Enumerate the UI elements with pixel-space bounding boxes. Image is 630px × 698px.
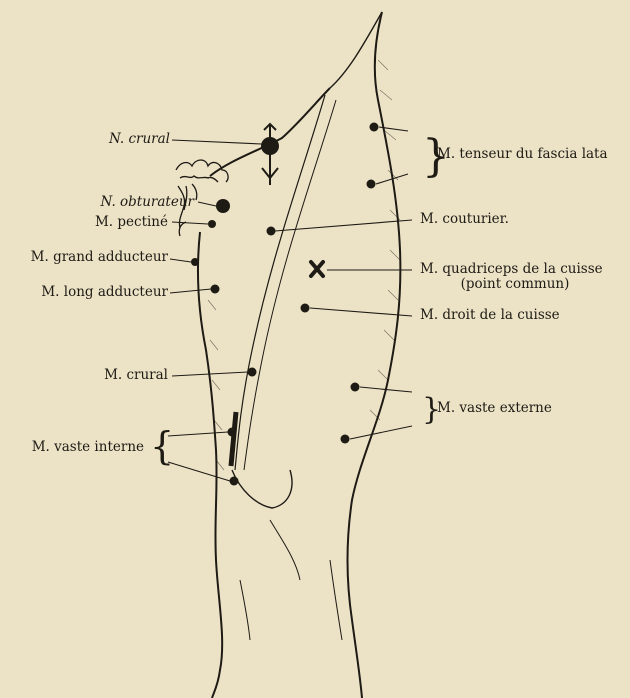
droit-dot bbox=[301, 304, 310, 313]
label-m-quadriceps: M. quadriceps de la cuisse bbox=[420, 262, 603, 277]
label-m-quadriceps-note: (point commun) bbox=[440, 277, 590, 292]
tenseur-dot-upper bbox=[370, 123, 379, 132]
label-m-tenseur: M. tenseur du fascia lata bbox=[437, 147, 608, 162]
pectine-dot bbox=[208, 220, 216, 228]
couturier-dot bbox=[267, 227, 276, 236]
label-m-couturier: M. couturier. bbox=[420, 212, 509, 227]
shading-hatch bbox=[208, 60, 400, 470]
vaste-externe-dot-lower bbox=[341, 435, 350, 444]
label-n-obturateur: N. obturateur bbox=[40, 195, 194, 210]
label-m-vaste-interne: M. vaste interne bbox=[4, 440, 144, 455]
leader-lines bbox=[168, 127, 412, 481]
vaste-interne-dot-lower bbox=[230, 477, 239, 486]
long-adducteur-dot bbox=[211, 285, 220, 294]
label-m-long-adducteur: M. long adducteur bbox=[4, 285, 168, 300]
quadriceps-cross bbox=[311, 262, 323, 276]
brace-vaste-interne: { bbox=[150, 426, 174, 466]
grand-adducteur-dot bbox=[191, 258, 199, 266]
label-m-droit: M. droit de la cuisse bbox=[420, 308, 560, 323]
vaste-interne-bar bbox=[231, 412, 236, 466]
thigh-outline bbox=[198, 12, 400, 698]
label-m-pectine: M. pectiné bbox=[40, 215, 168, 230]
vaste-externe-dot-upper bbox=[351, 383, 360, 392]
tenseur-dot-lower bbox=[367, 180, 376, 189]
crural-dot bbox=[248, 368, 257, 377]
nerve-crural-marker bbox=[261, 124, 279, 185]
nerve-obturateur-dot bbox=[216, 199, 230, 213]
label-m-crural: M. crural bbox=[40, 368, 168, 383]
label-n-crural: N. crural bbox=[60, 132, 170, 147]
label-m-grand-adducteur: M. grand adducteur bbox=[4, 250, 168, 265]
label-m-vaste-externe: M. vaste externe bbox=[437, 401, 552, 416]
